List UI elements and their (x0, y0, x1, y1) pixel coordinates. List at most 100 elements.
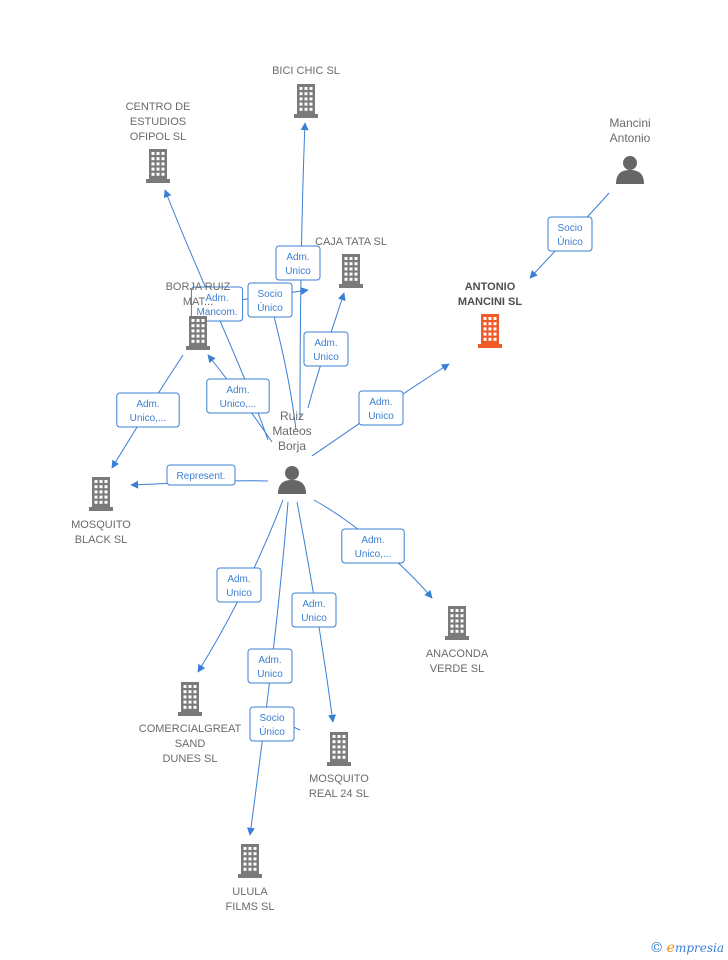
edge-label-text: Mancom. (196, 307, 237, 318)
company-node-caja[interactable]: CAJA TATA SL (315, 236, 387, 288)
building-icon (445, 606, 469, 640)
edge-label-box (190, 286, 244, 322)
edge-label-box (291, 592, 337, 628)
building-icon (294, 84, 318, 118)
building-icon (327, 732, 351, 766)
node-label: BORJA RUIZ (166, 281, 231, 293)
company-node-anaconda[interactable]: ANACONDA VERDE SL (426, 606, 489, 675)
company-node-ulula[interactable]: ULULA FILMS SL (226, 844, 275, 913)
edge-label-e-mreal[interactable]: Adm.Unico (291, 592, 337, 628)
edge-label-text: Adm. (258, 655, 281, 666)
edge-label-e-comercial[interactable]: Adm. Unico (216, 567, 262, 603)
company-node-mreal[interactable]: MOSQUITO REAL 24 SL (309, 732, 369, 800)
building-base (294, 114, 318, 118)
node-label: BLACK SL (75, 534, 128, 546)
edge-label-e-ulula-adm[interactable]: Adm. Unico (247, 648, 293, 684)
edge-label-text: Único (259, 725, 285, 738)
building-base (445, 636, 469, 640)
edge-label-box (247, 648, 293, 684)
edge-label-text: Adm. (302, 599, 325, 610)
node-label: REAL 24 SL (309, 788, 369, 800)
building-icon (238, 844, 262, 878)
building-base (178, 712, 202, 716)
node-label: CAJA TATA SL (315, 236, 387, 248)
node-label: ANTONIO (465, 281, 516, 293)
node-label: FILMS SL (226, 901, 275, 913)
node-label: Mateos (272, 424, 311, 438)
edge-label-e-mblack[interactable]: Represent. (166, 464, 236, 486)
edge-label-text: Unico (285, 266, 311, 277)
edge-label-text: Adm. (226, 385, 249, 396)
building-base (339, 284, 363, 288)
person-body (616, 170, 644, 184)
edge-label-text: Adm. (205, 293, 228, 304)
edge-label-box (547, 216, 593, 252)
edge-label-box (216, 567, 262, 603)
edge-label-box (166, 464, 236, 486)
edge-label-text: Unico (257, 669, 283, 680)
edge-label-text: Adm. (361, 535, 384, 546)
node-label: Ruiz (280, 409, 304, 423)
building-base (327, 762, 351, 766)
edge-label-e-cef[interactable]: Adm. Mancom. (190, 286, 244, 322)
edge-label-e-anaconda[interactable]: Adm. Unico,... (341, 528, 405, 564)
edge-label-text: Adm. (286, 252, 309, 263)
node-label: ULULA (232, 886, 268, 898)
node-label: MOSQUITO (309, 773, 369, 785)
edge-label-box (249, 706, 295, 742)
edge-label-text: Unico,... (355, 549, 392, 560)
node-label: SAND (175, 738, 206, 750)
node-label: VERDE SL (430, 663, 484, 675)
node-label: ANACONDA (426, 648, 489, 660)
company-node-borja_mat[interactable]: BORJA RUIZ MAT... (166, 281, 231, 350)
building-icon (178, 682, 202, 716)
company-node-mblack[interactable]: MOSQUITO BLACK SL (71, 477, 131, 546)
edge-label-text: Unico (226, 588, 252, 599)
building-icon (478, 314, 502, 348)
edge-label-e-bici[interactable]: Adm. Unico (275, 245, 321, 281)
node-label: MAT... (183, 296, 213, 308)
node-label: CENTRO DE (126, 101, 191, 113)
edge-label-text: Adm. (227, 574, 250, 585)
node-label: Antonio (610, 131, 651, 145)
edge-label-box (116, 392, 180, 428)
brand-logo: ©empresia (649, 940, 724, 956)
edge-label-e-caja-adm[interactable]: Adm.Unico (303, 331, 349, 367)
copyright-icon: © (649, 940, 664, 956)
edge-label-e-borja[interactable]: Adm. Unico,... (206, 378, 270, 414)
node-label: COMERCIALGREAT (139, 723, 242, 735)
edge-label-text: Adm. (136, 399, 159, 410)
company-node-bici[interactable]: BICI CHIC SL (272, 65, 340, 118)
edge-label-box (303, 331, 349, 367)
person-icon (616, 156, 644, 184)
building-icon (186, 316, 210, 350)
edge-label-e-antonio[interactable]: Adm.Unico (358, 390, 404, 426)
edge-label-box (206, 378, 270, 414)
edge-label-text: Unico,... (220, 399, 257, 410)
building-icon (89, 477, 113, 511)
node-label: MOSQUITO (71, 519, 131, 531)
building-base (146, 179, 170, 183)
edge-label-text: Unico (368, 411, 394, 422)
edge-label-text: Adm. (314, 338, 337, 349)
edge-label-text: Socio (257, 289, 282, 300)
node-label: ESTUDIOS (130, 116, 186, 128)
person-head (285, 466, 299, 480)
node-label: Borja (278, 439, 306, 453)
edge-label-box (247, 282, 293, 318)
node-label: Mancini (609, 116, 650, 130)
edge-label-box (275, 245, 321, 281)
company-node-comercial[interactable]: COMERCIALGREAT SAND DUNES SL (139, 682, 242, 765)
edge-label-text: Socio (259, 713, 284, 724)
node-label: DUNES SL (162, 753, 217, 765)
edge-label-text: Único (557, 235, 583, 248)
edge-label-e-mblack-borja[interactable]: Adm.Unico,... (116, 392, 180, 428)
